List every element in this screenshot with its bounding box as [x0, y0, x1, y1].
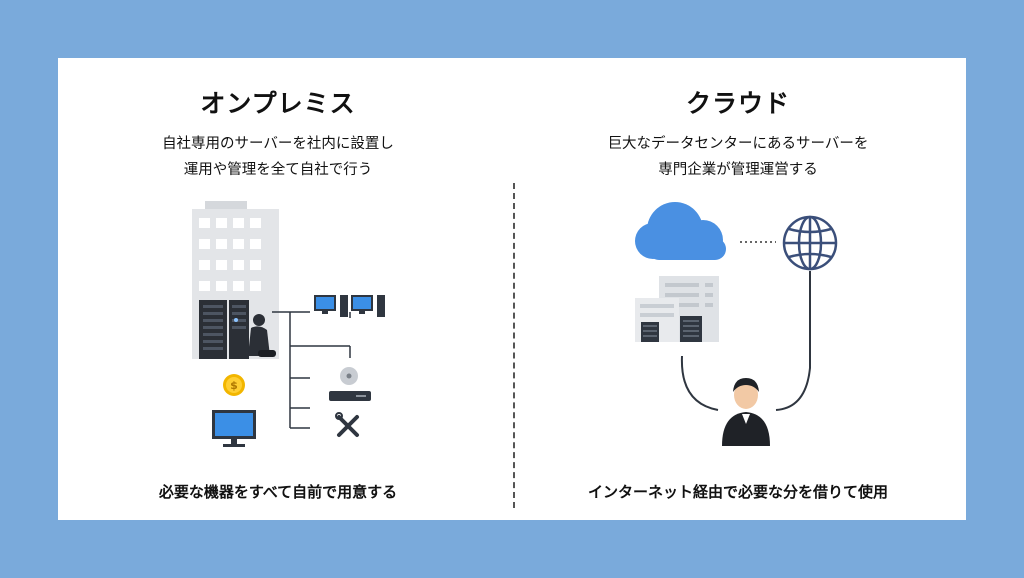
- cloud-icon: [635, 202, 726, 260]
- globe-user-link: [775, 271, 811, 411]
- on-premise-footer: 必要な機器をすべて自前で用意する: [158, 483, 398, 501]
- cloud-desc-line2: 専門企業が管理運営する: [658, 162, 818, 178]
- coin-icon: $: [223, 374, 245, 396]
- desktop-computers-icon: [314, 295, 385, 317]
- cloud-footer: インターネット経由で必要な分を借りて使用: [587, 483, 888, 501]
- network-lines: [272, 311, 351, 429]
- server-rack-icon: [199, 300, 249, 359]
- cloud-desc-line1: 巨大なデータセンターにあるサーバーを: [607, 136, 869, 152]
- user-icon: [722, 378, 770, 446]
- svg-text:$: $: [230, 379, 238, 392]
- data-center-icon: [635, 276, 719, 342]
- technician-icon: [248, 314, 276, 357]
- illustration-layer: $: [192, 201, 838, 447]
- cloud-title: クラウド: [685, 89, 790, 118]
- section-divider: [513, 183, 515, 508]
- datacenter-user-link: [680, 355, 719, 411]
- diagram-card: オンプレミス 自社専用のサーバーを社内に設置し 運用や管理を全て自社で行う クラ…: [58, 58, 966, 520]
- on-premise-title: オンプレミス: [200, 89, 356, 118]
- on-premise-desc-line2: 運用や管理を全て自社で行う: [183, 162, 373, 178]
- disc-drive-icon: [329, 367, 371, 401]
- tools-icon: [335, 412, 359, 437]
- on-premise-desc-line1: 自社専用のサーバーを社内に設置し: [162, 136, 394, 152]
- monitor-icon: [212, 410, 256, 447]
- globe-icon: [782, 215, 838, 271]
